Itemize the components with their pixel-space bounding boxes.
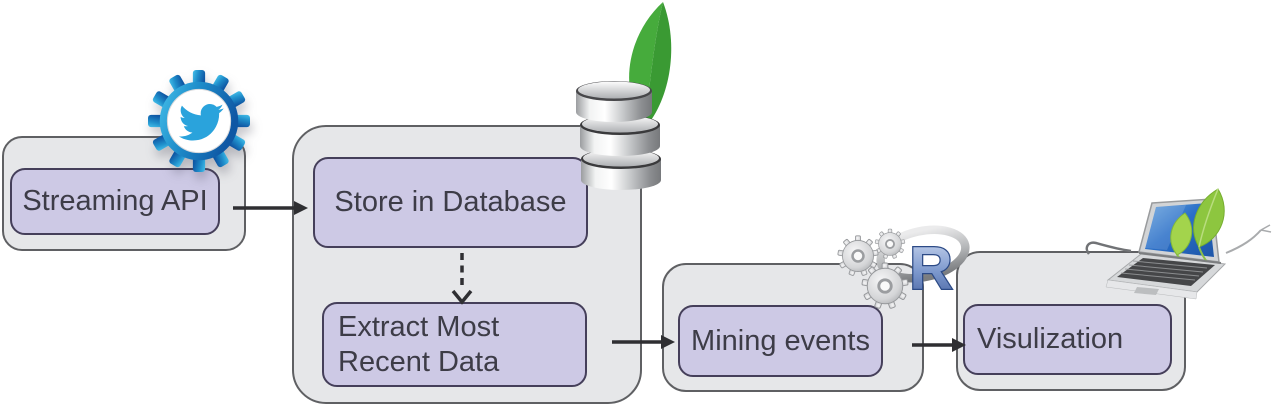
arrow-store-to-extract-dashed xyxy=(451,253,473,305)
arrow-mining-to-visualization xyxy=(912,338,966,352)
visualization-label: Visulization xyxy=(977,323,1124,355)
store-in-database-label: Store in Database xyxy=(334,186,567,218)
arrow-streaming-to-store xyxy=(233,201,308,215)
r-letter: R xyxy=(909,235,952,302)
r-logo-gears-icon: R xyxy=(836,225,970,311)
arrow-extract-to-mining xyxy=(612,335,675,349)
streaming-api-label: Streaming API xyxy=(22,185,208,217)
extract-recent-data-node: Extract Most Recent Data xyxy=(322,302,587,387)
twitter-gear-icon xyxy=(148,70,250,172)
visualization-node: Visulization xyxy=(963,304,1172,375)
mongodb-leaf-database-icon xyxy=(576,2,672,190)
database-cylinders-icon xyxy=(576,81,661,190)
laptop-keyboard xyxy=(1117,258,1215,286)
gear-large-icon xyxy=(860,261,910,311)
laptop-leaf-icon xyxy=(1085,188,1272,300)
laptop-touchpad xyxy=(1134,287,1159,295)
streaming-api-node: Streaming API xyxy=(10,168,220,235)
cable-right xyxy=(1225,224,1272,254)
extract-label-line1: Extract Most xyxy=(338,310,500,343)
mining-events-label: Mining events xyxy=(691,324,870,357)
sprout-leaves-icon xyxy=(1170,188,1225,269)
r-logo-ring xyxy=(876,225,970,283)
mining-events-node: Mining events xyxy=(678,305,883,377)
cable-left xyxy=(1085,241,1132,255)
laptop-base xyxy=(1105,252,1227,300)
store-in-database-node: Store in Database xyxy=(313,157,588,248)
twitter-bird-icon xyxy=(178,104,224,141)
extract-label-line2: Recent Data xyxy=(338,345,500,378)
